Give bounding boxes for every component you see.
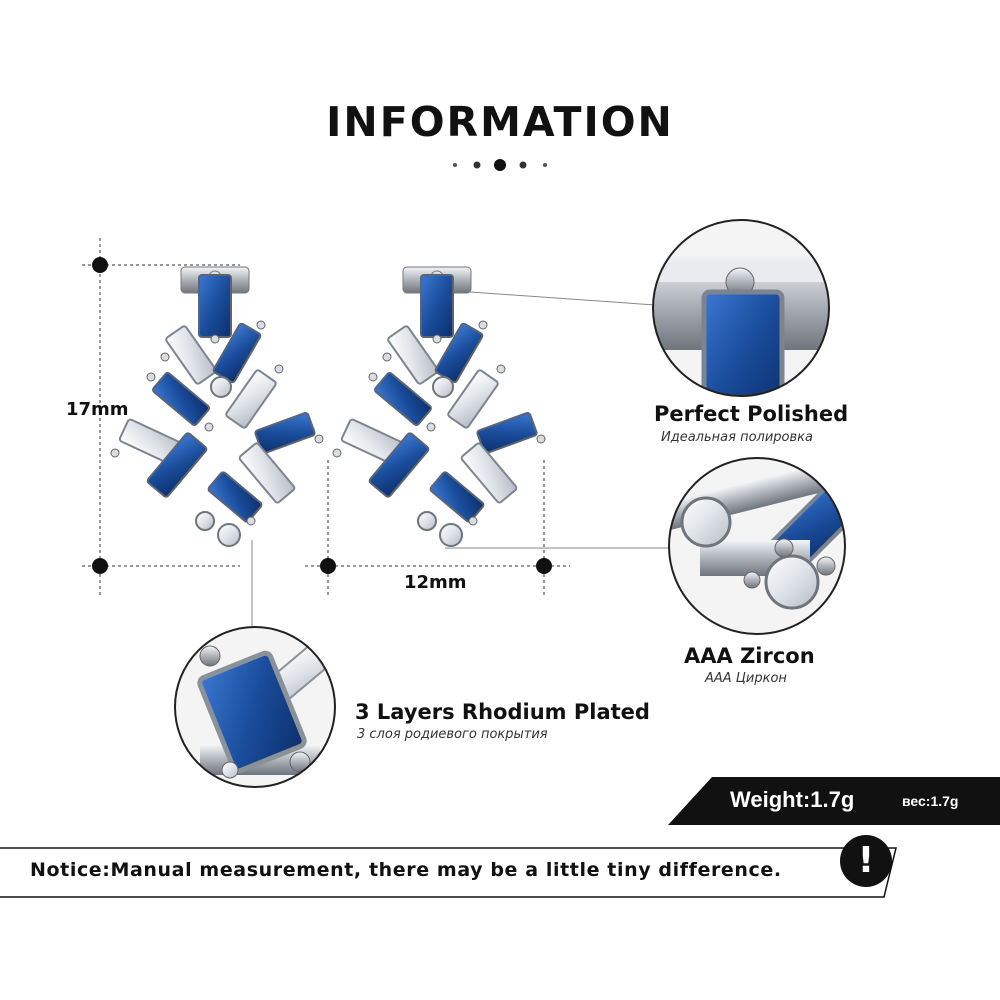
- rhodium-detail-icon: [174, 626, 336, 788]
- width-dimension-lines: [305, 460, 570, 598]
- earring-left-image: [110, 266, 324, 547]
- zircon-subtitle: AAA Циркон: [705, 671, 787, 686]
- weight-bar-bg: [668, 777, 1000, 825]
- page-title: INFORMATION: [326, 98, 674, 146]
- height-label: 17mm: [66, 399, 129, 420]
- title-divider-dots: [453, 159, 547, 171]
- earring-right-image: [332, 266, 546, 547]
- weight-label: Weight:1.7g: [730, 787, 855, 812]
- notice-text: Notice:Manual measurement, there may be …: [30, 859, 782, 881]
- polished-title: Perfect Polished: [654, 402, 849, 426]
- height-dimension-lines: [82, 238, 240, 598]
- rhodium-subtitle: 3 слоя родиевого покрытия: [357, 727, 548, 742]
- zircon-detail-icon: [668, 457, 846, 635]
- zircon-title: AAA Zircon: [684, 644, 815, 668]
- polished-detail-icon: [652, 219, 830, 397]
- weight-label-ru: вес:1.7g: [902, 793, 959, 809]
- width-label: 12mm: [404, 572, 467, 593]
- rhodium-title: 3 Layers Rhodium Plated: [355, 700, 650, 724]
- polished-subtitle: Идеальная полировка: [661, 430, 813, 445]
- notice-frame: [0, 847, 897, 898]
- exclamation-icon: !: [840, 835, 892, 887]
